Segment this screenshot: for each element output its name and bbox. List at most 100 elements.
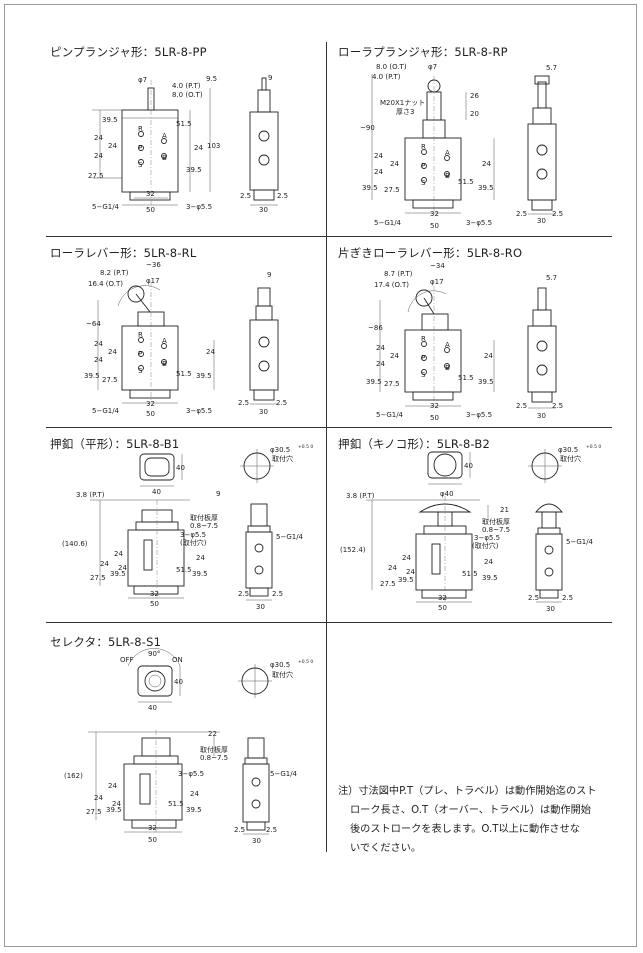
b1-d40a: 40 [176, 464, 185, 472]
ro-d25a: 2.5 [516, 402, 527, 410]
ro-hole: 3−φ5.5 [466, 411, 492, 419]
title-rl: ローラレバー形：5LR-8-RL [50, 246, 197, 260]
rp-d32: 32 [430, 210, 439, 218]
rl-d395: 39.5 [84, 372, 100, 380]
rl-d25a: 2.5 [238, 399, 249, 407]
ro-P: P [421, 354, 425, 362]
b1-d40b: 40 [152, 488, 161, 496]
rl-d36: ~36 [146, 261, 161, 269]
rl-d64: ~64 [86, 320, 101, 328]
b2-g14: 5−G1/4 [566, 538, 594, 546]
b2-d40a: 40 [464, 462, 473, 470]
pp-d25b: 2.5 [277, 192, 288, 200]
rl-d30: 30 [259, 408, 268, 416]
s1-on: ON [172, 656, 183, 664]
s1-d30: 30 [252, 837, 261, 845]
ro-d57: 5.7 [546, 274, 557, 282]
ro-d24c: 24 [376, 360, 385, 368]
rl-hole: 3−φ5.5 [186, 407, 212, 415]
rp-A: A [445, 149, 450, 157]
pp-side-view [249, 77, 279, 206]
b2-top-view [427, 451, 471, 485]
b1-pt: 3.8 (P.T) [76, 491, 105, 499]
pp-pt: 4.0 (P.T) [172, 82, 201, 90]
rp-d57: 5.7 [546, 64, 557, 72]
ro-ot: 17.4 (O.T) [374, 281, 409, 289]
b2-panel-hole [528, 449, 562, 483]
s1-plate: 取付板厚 [200, 745, 228, 754]
b2-d32: 32 [438, 594, 447, 602]
b2-d25a: 2.5 [528, 594, 539, 602]
rl-d395b: 39.5 [196, 372, 212, 380]
rl-d515: 51.5 [176, 370, 192, 378]
rp-d515: 51.5 [458, 178, 474, 186]
pp-A: A [162, 132, 167, 140]
pp-d95: 9.5 [206, 75, 217, 83]
b1-d395b: 39.5 [192, 570, 208, 578]
b1-panel-hole [240, 449, 274, 483]
s1-d162: (162) [64, 772, 83, 780]
title-b1: 押釦（平形）：5LR-8-B1 [50, 437, 180, 451]
footnote-line1: 注）寸法図中P.T（プレ、トラベル）は動作開始迄のスト [338, 786, 597, 797]
b1-hole: 3−φ5.5 [180, 531, 206, 539]
pp-d395b: 39.5 [186, 166, 202, 174]
pp-d24b: 24 [108, 142, 117, 150]
b1-d50: 50 [150, 600, 159, 608]
ro-S: S [421, 371, 426, 379]
s1-d24c: 24 [112, 800, 121, 808]
ro-front-view [379, 286, 495, 407]
ro-A: A [445, 341, 450, 349]
rp-phi7: φ7 [428, 63, 437, 71]
rl-S: S [138, 367, 143, 375]
s1-phi305: φ30.5 [270, 661, 290, 669]
ro-d24d: 24 [484, 352, 493, 360]
b2-phi305: φ30.5 [558, 446, 578, 454]
s1-d22: 22 [208, 730, 217, 738]
b1-d9: 9 [216, 490, 220, 498]
b1-d25b: 2.5 [272, 590, 283, 598]
rp-R: R [421, 143, 426, 151]
b2-phi40: φ40 [440, 490, 454, 498]
pp-hole: 3−φ5.5 [186, 203, 212, 211]
s1-d50: 50 [148, 836, 157, 844]
s1-off: OFF [120, 656, 134, 664]
b1-d32: 32 [150, 590, 159, 598]
ro-R: R [421, 335, 426, 343]
b1-d24b: 24 [100, 560, 109, 568]
b1-plate: 取付板厚 [190, 513, 218, 522]
rp-pt: 4.0 (P.T) [372, 73, 401, 81]
ro-d50: 50 [430, 414, 439, 422]
title-b2: 押釦（キノコ形）：5LR-8-B2 [338, 437, 491, 451]
b2-pt: 3.8 (P.T) [346, 492, 375, 500]
rp-ot: 8.0 (O.T) [376, 63, 407, 71]
rl-A: A [162, 337, 167, 345]
rl-B: B [162, 360, 167, 368]
divider-col [326, 42, 327, 852]
rl-d24a: 24 [94, 340, 103, 348]
ro-d32: 32 [430, 402, 439, 410]
b2-hole: 3−φ5.5 [474, 534, 500, 542]
s1-hole: 3−φ5.5 [178, 770, 204, 778]
rl-d25b: 2.5 [276, 399, 287, 407]
s1-side-view [242, 737, 270, 835]
ro-d395b: 39.5 [478, 378, 494, 386]
ro-B: B [445, 364, 450, 372]
b2-d275: 27.5 [380, 580, 396, 588]
b1-d515: 51.5 [176, 566, 192, 574]
rp-front-view [371, 74, 495, 214]
rl-d9: 9 [267, 271, 271, 279]
b1-side-view [245, 503, 273, 601]
pp-d103: 103 [207, 142, 220, 150]
pp-front-view [92, 80, 211, 206]
b1-plate-range: 0.8~7.5 [190, 522, 218, 530]
rp-P: P [421, 162, 425, 170]
rp-d30: 30 [537, 217, 546, 225]
s1-d32: 32 [148, 824, 157, 832]
b2-tol: +0.5 0 [586, 444, 601, 450]
